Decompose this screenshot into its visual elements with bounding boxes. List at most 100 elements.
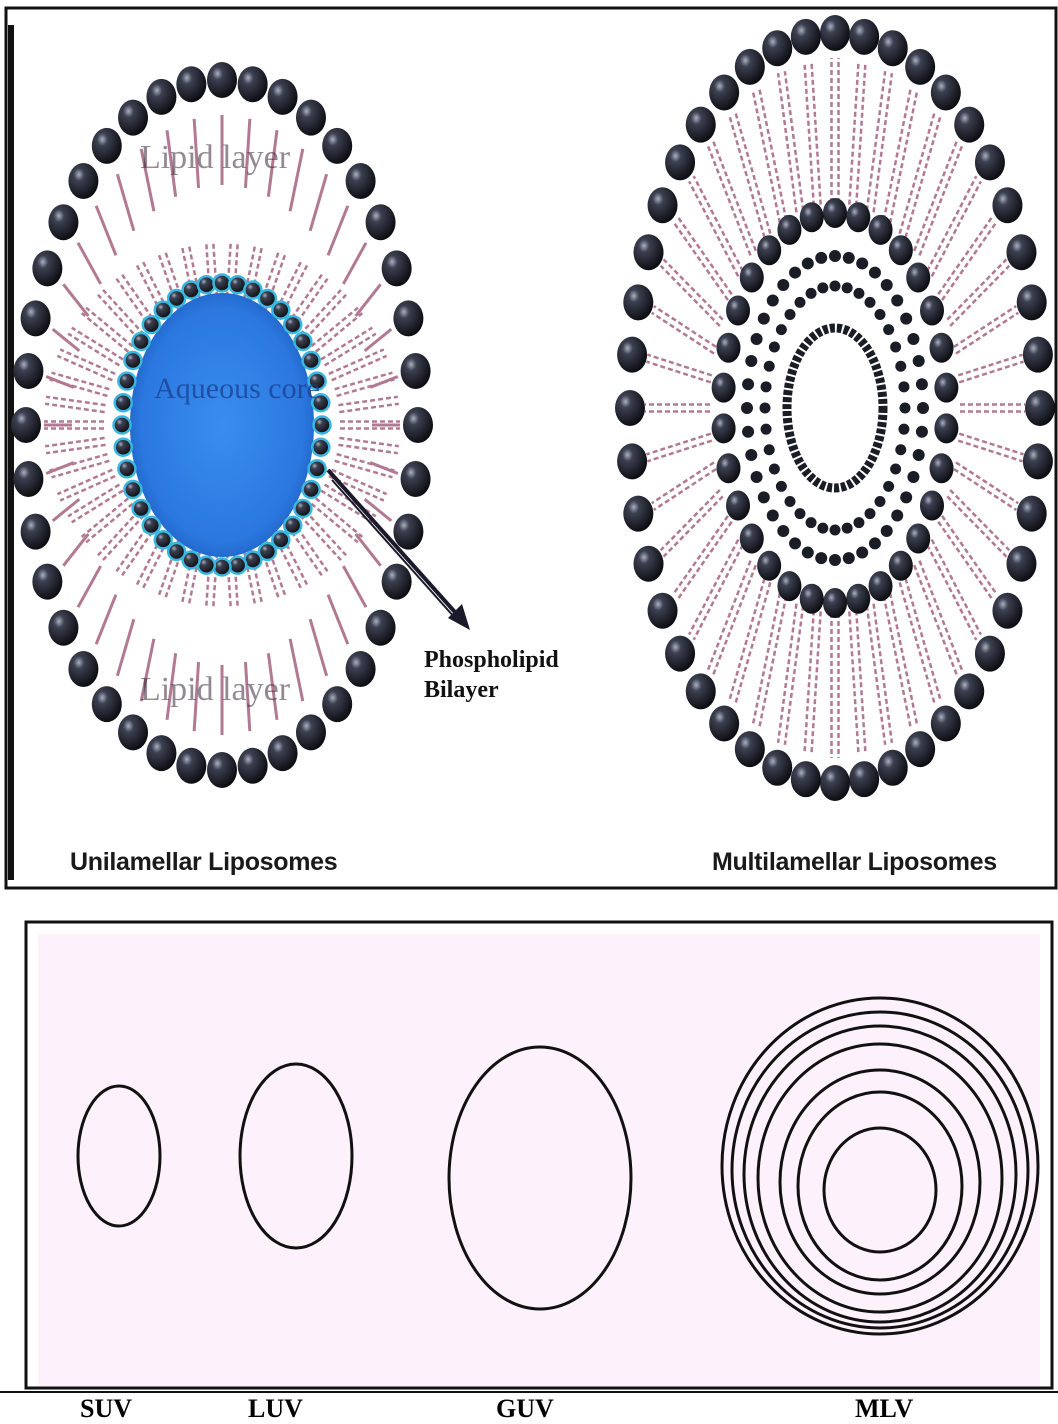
lipid-tail [63,534,88,566]
outer-lipid-head [849,761,879,797]
inner-lipid-head [913,355,925,367]
inner-lipid-head [891,509,903,521]
lipid-tail [849,61,858,205]
inner-lipid-head [830,525,841,536]
outer-lipid-head [346,163,376,199]
outer-lipid-head [954,673,984,709]
aqueous-core [130,293,314,557]
lipid-tail [942,516,997,594]
outer-lipid-head [878,30,908,66]
middle-lipid-head [889,235,913,265]
inner-lipid-head [883,481,894,492]
inner-lipid-head [869,537,881,549]
inner-lipid-head [856,547,868,559]
lipid-tail [96,206,116,255]
outer-lipid-head [905,731,935,767]
inner-lipid-head [776,481,787,492]
inner-lipid-head [895,361,906,372]
outer-lipid-head [268,735,298,771]
inner-lipid-head [785,309,796,320]
outer-lipid-head [634,234,664,270]
lipid-tail [310,619,326,676]
middle-lipid-head [777,215,801,245]
lipid-tail [849,611,858,755]
inner-lipid-head [118,460,135,477]
inner-lipid-head [284,316,301,333]
lipid-tail [356,284,381,316]
inner-lipid-head [118,373,135,390]
middle-lipid-head [757,551,781,581]
inner-lipid-head [314,417,331,434]
inner-lipid-head [874,496,885,507]
inner-lipid-head [802,547,814,559]
inner-lipid-head [115,439,132,456]
inner-lipid-head [881,279,893,291]
lipid-tail [78,566,101,607]
outer-lipid-head [1025,390,1055,426]
middle-lipid-head [726,296,750,326]
multilamellar-liposomes-title: Multilamellar Liposomes [712,848,997,877]
inner-lipid-head [143,316,160,333]
lipid-tail [900,112,935,234]
outer-lipid-head [762,30,792,66]
inner-lipid-head [303,481,320,498]
inner-lipid-head [284,517,301,534]
inner-lipid-head [895,444,906,455]
inner-lipid-head [294,500,311,517]
inner-lipid-head [842,523,853,534]
outer-lipid-head [118,100,148,136]
outer-lipid-head [366,204,396,240]
middle-lipid-head [930,333,954,363]
inner-lipid-head [751,333,763,345]
lipid-tail [713,565,756,675]
lipid-tail [72,491,123,523]
inner-lipid-head [883,324,894,335]
lipid-tail [753,91,780,223]
outer-lipid-head [931,705,961,741]
outer-lipid-head [393,300,423,336]
inner-lipid-head [891,295,903,307]
lipid-tail [713,141,756,251]
lipid-tail [673,222,728,300]
lipid-tail [927,176,976,271]
middle-lipid-head [740,263,764,293]
inner-lipid-head [133,333,150,350]
outer-lipid-head [615,390,645,426]
inner-lipid-head [898,381,909,392]
lipid-tail [753,593,780,725]
lipid-tail [53,499,80,521]
lipid-tail [914,141,957,251]
outer-lipid-head [207,752,237,788]
outer-lipid-head [709,705,739,741]
middle-lipid-head [777,571,801,601]
inner-lipid-head [865,508,876,519]
inner-lipid-head [777,525,789,537]
middle-lipid-head [869,215,893,245]
outer-lipid-head [21,300,51,336]
outer-lipid-head [32,250,62,286]
lipid-tail [932,540,981,635]
outer-lipid-head [648,187,678,223]
lipid-tail [729,579,764,701]
outer-lipid-head [665,144,695,180]
lipid-tail [664,259,723,319]
inner-lipid-head [817,282,828,293]
outer-lipid-head [92,128,122,164]
lipid-tail [947,496,1006,556]
lipid-tail [117,174,133,231]
outer-lipid-head [617,337,647,373]
lipid-tail [932,181,981,276]
luv-label: LUV [248,1394,303,1424]
middle-lipid-head [906,263,930,293]
outer-lipid-head [791,19,821,55]
lipid-tail [117,619,133,676]
outer-lipid-head [735,731,765,767]
inner-lipid-head [742,426,754,438]
lipid-tail [890,91,917,223]
inner-lipid-head [916,378,928,390]
inner-lipid-head [789,537,801,549]
lipid-tail [811,61,820,205]
outer-lipid-head [665,636,695,672]
middle-lipid-head [740,523,764,553]
